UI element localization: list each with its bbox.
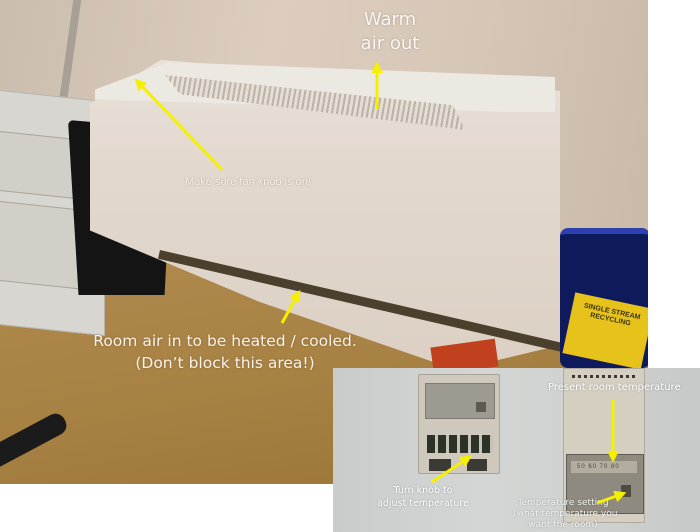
adjust-knob — [467, 459, 487, 471]
present-temp-label: Present room temperature — [548, 382, 681, 393]
temp-setting-label-line3: want the room) — [528, 520, 598, 530]
room-air-label: Room air in to be heated / cooled. (Don’… — [75, 330, 375, 374]
thermostat-inset: 50 60 70 80 Present room temperature Tur… — [333, 368, 700, 532]
temperature-setting-knob — [621, 485, 631, 497]
fan-knob-label: Make sure fan knob is on! — [185, 176, 311, 188]
warm-air-label: Warm air out — [345, 8, 435, 56]
thermostat-window — [425, 383, 495, 419]
turn-knob-label-line1: Turn knob to — [393, 485, 453, 496]
thermostat-slot — [429, 459, 451, 471]
thermostat-left — [418, 374, 500, 474]
temp-setting-label-line1: Temperature setting — [517, 498, 609, 508]
thermostat-vents — [427, 435, 493, 453]
warm-air-label-line1: Warm — [363, 9, 417, 30]
room-air-label-line1: Room air in to be heated / cooled. — [93, 332, 357, 350]
warm-air-label-line2: air out — [360, 33, 420, 54]
room-air-label-line2: (Don’t block this area!) — [135, 354, 315, 372]
temp-setting-label-line2: (what temperature you — [513, 509, 618, 519]
turn-knob-label-line2: adjust temperature — [377, 498, 469, 509]
thermostat-vent-dots — [572, 375, 638, 378]
temperature-scale: 50 60 70 80 — [571, 461, 637, 473]
knob-square — [476, 402, 486, 412]
turn-knob-label: Turn knob to adjust temperature — [373, 484, 473, 510]
temp-setting-label: Temperature setting (what temperature yo… — [513, 498, 618, 531]
